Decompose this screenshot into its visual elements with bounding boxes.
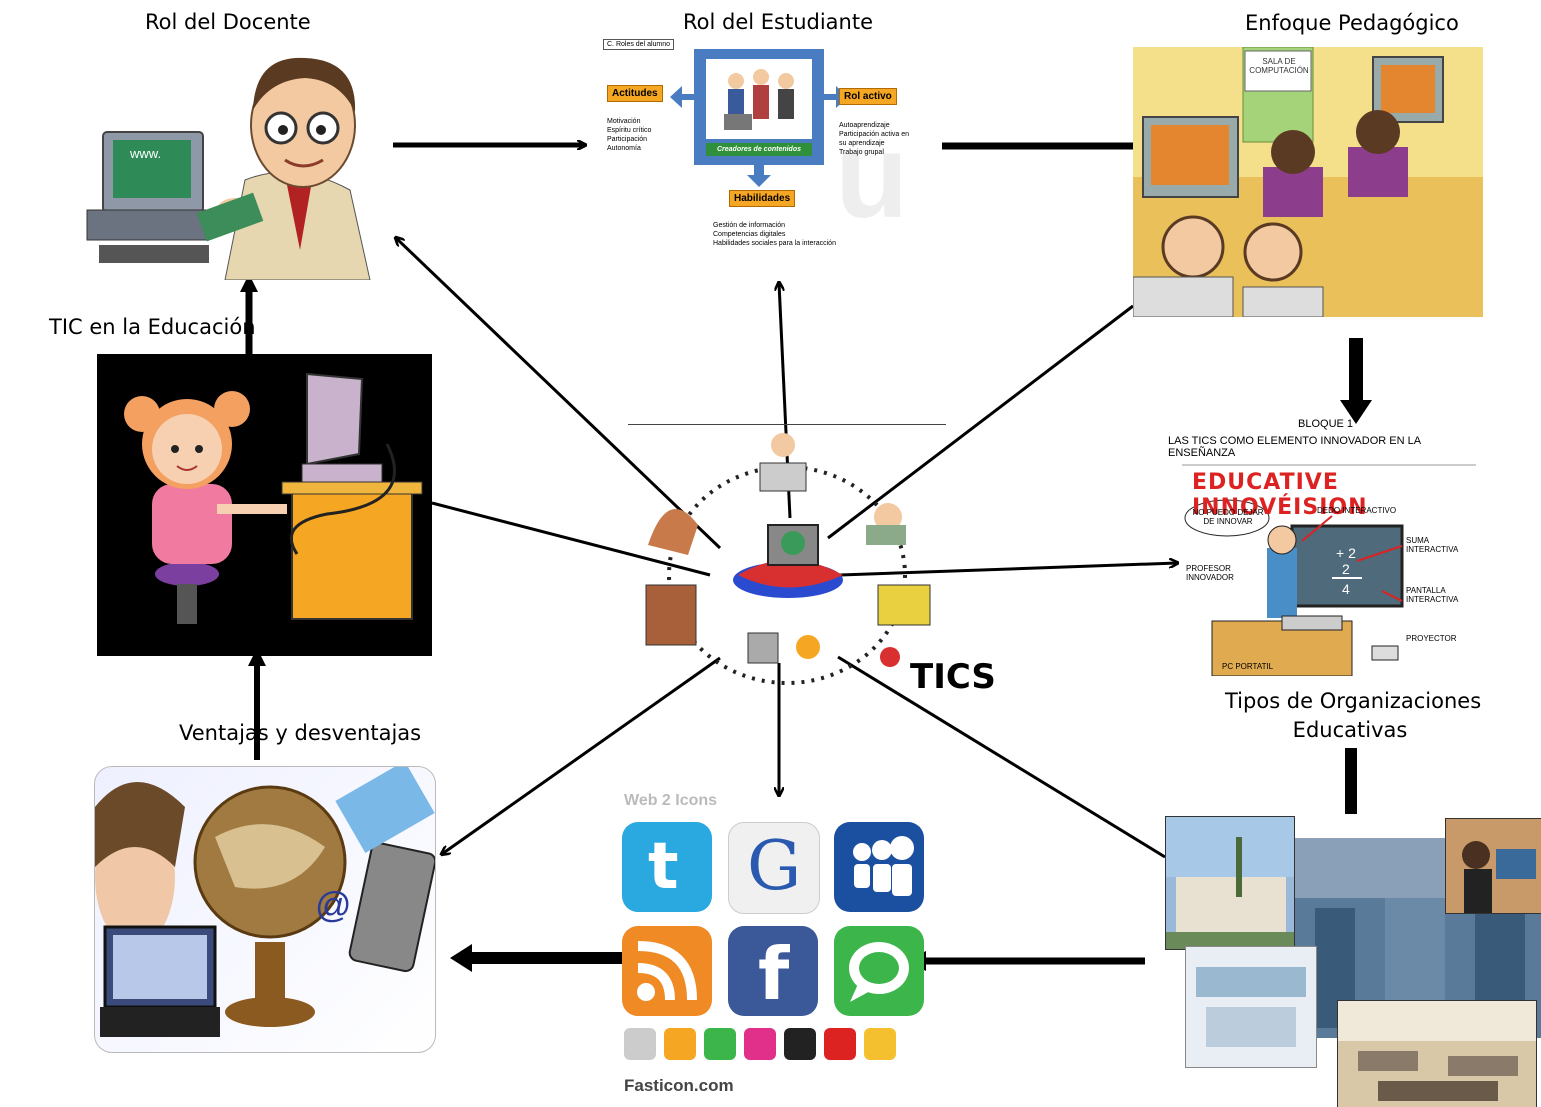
tag-suma: SUMA INTERACTIVA [1406, 536, 1459, 554]
svg-text:4: 4 [1342, 581, 1350, 597]
web2-icons-grid: Web 2 Icons t G f Fasti [618, 788, 928, 1104]
girl-at-computer-icon [97, 354, 432, 656]
teacher-caricature-icon: www. [85, 40, 390, 280]
edge-center-organizaciones [837, 655, 1166, 859]
edge-tic-docente-head [240, 274, 258, 292]
bloque-subtitle: LAS TICS COMO ELEMENTO INNOVADOR EN LA E… [1168, 435, 1421, 459]
organizaciones-label-line2: Educativas [1292, 718, 1408, 742]
habilidades-label: Habilidades [729, 190, 796, 207]
stumbleupon-small-icon[interactable] [704, 1028, 736, 1060]
list-item: Autonomía [607, 145, 641, 152]
innovation-title: EDUCATIVE INNOVÉISION [1192, 470, 1368, 520]
edge-center-innovacion [839, 563, 1177, 577]
delicious-small-icon[interactable] [624, 1028, 656, 1060]
student-roles-diagram: C. Roles del alumno Creadores de conteni… [597, 37, 927, 257]
classroom-illustration: SALA DE COMPUTACIÓN [1133, 47, 1483, 317]
list-item: Motivación [607, 118, 641, 125]
building-photo [1165, 816, 1295, 950]
rss-icon[interactable] [622, 926, 712, 1016]
myspace-icon[interactable] [834, 822, 924, 912]
roles-center-box: Creadores de contenidos [694, 49, 824, 165]
innovation-bubble: NO PUEDO DEJAR DE INNOVAR [1192, 508, 1264, 526]
center-label: TICS [910, 657, 996, 697]
list-item: Participación activa en [839, 131, 910, 138]
rol-activo-list: Autoaprendizaje Participación activa en … [839, 121, 909, 157]
organizaciones-label: Tipos de Organizaciones Educativas [1225, 689, 1482, 742]
edge-ventajas-tic-head [248, 648, 266, 666]
actitudes-list: Motivación Espíritu crítico Participació… [607, 117, 651, 153]
list-item: Gestión de información [713, 222, 785, 229]
tag-pc-portatil: PC PORTATIL [1222, 662, 1274, 671]
list-item: Trabajo grupal [839, 149, 884, 156]
delicious-dark-small-icon[interactable] [784, 1028, 816, 1060]
edge-center-docente [396, 238, 722, 550]
edge-web2-ventajas-head [450, 944, 472, 972]
tics-network-icon [628, 424, 946, 697]
web2-footer: Fasticon.com [624, 1076, 734, 1095]
ventajas-label: Ventajas y desventajas [179, 721, 422, 745]
tic-educacion-label: TIC en la Educación [49, 315, 256, 339]
estudiante-label: Rol del Estudiante [683, 10, 874, 34]
innovation-cartoon: BLOQUE 1 LAS TICS COMO ELEMENTO INNOVADO… [1160, 418, 1490, 676]
office-photo [1445, 818, 1541, 914]
flickr-small-icon[interactable] [744, 1028, 776, 1060]
roles-box-title: C. Roles del alumno [603, 39, 675, 50]
list-item: su aprendizaje [839, 140, 885, 147]
svg-text:2: 2 [1342, 561, 1350, 577]
svg-text:www.: www. [129, 146, 161, 161]
globe-laptop-collage: @ [94, 766, 436, 1053]
edge-center-enfoque [827, 304, 1134, 540]
enfoque-label: Enfoque Pedagógico [1245, 11, 1459, 35]
bloque-label: BLOQUE 1 [1298, 418, 1354, 430]
list-item: Espíritu crítico [607, 127, 652, 134]
docente-label: Rol del Docente [145, 10, 311, 34]
edge-enfoque-innovacion-head [1340, 400, 1372, 424]
tag-profesor: PROFESOR INNOVADOR [1186, 564, 1234, 582]
lab-photo [1185, 946, 1317, 1068]
twitter-icon[interactable]: t [622, 822, 712, 912]
tag-proyector: PROYECTOR [1406, 634, 1457, 643]
list-item: Autoaprendizaje [839, 122, 890, 129]
habilidades-list: Gestión de información Competencias digi… [713, 221, 836, 248]
edge-center-ventajas [442, 656, 721, 854]
small-icons-row [624, 1028, 924, 1064]
edge-center-tic [431, 501, 711, 577]
facebook-icon[interactable]: f [728, 926, 818, 1016]
google-icon[interactable]: G [728, 822, 820, 914]
web2-header: Web 2 Icons [624, 792, 718, 809]
chat-icon[interactable] [834, 926, 924, 1016]
youtube-small-icon[interactable] [824, 1028, 856, 1060]
svg-text:@: @ [315, 884, 352, 925]
svg-text:+ 2: + 2 [1336, 545, 1356, 561]
tag-pantalla: PANTALLA INTERACTIVA [1406, 586, 1459, 604]
star-small-icon[interactable] [864, 1028, 896, 1060]
list-item: Competencias digitales [713, 231, 786, 238]
school-buildings-collage [1165, 816, 1541, 1107]
rol-activo-label: Rol activo [839, 88, 897, 105]
actitudes-label: Actitudes [607, 85, 663, 102]
organizaciones-label-line1: Tipos de Organizaciones [1225, 689, 1482, 713]
classroom-photo [1337, 1000, 1537, 1107]
tag-dedo: DEDO INTERACTIVO [1317, 506, 1397, 515]
classroom-sign: SALA DE COMPUTACIÓN [1249, 57, 1309, 75]
list-item: Habilidades sociales para la interacción [713, 240, 836, 247]
list-item: Participación [607, 136, 648, 143]
friendfeed-small-icon[interactable] [664, 1028, 696, 1060]
creadores-label: Creadores de contenidos [706, 143, 812, 156]
svg-text:u: u [835, 109, 908, 243]
